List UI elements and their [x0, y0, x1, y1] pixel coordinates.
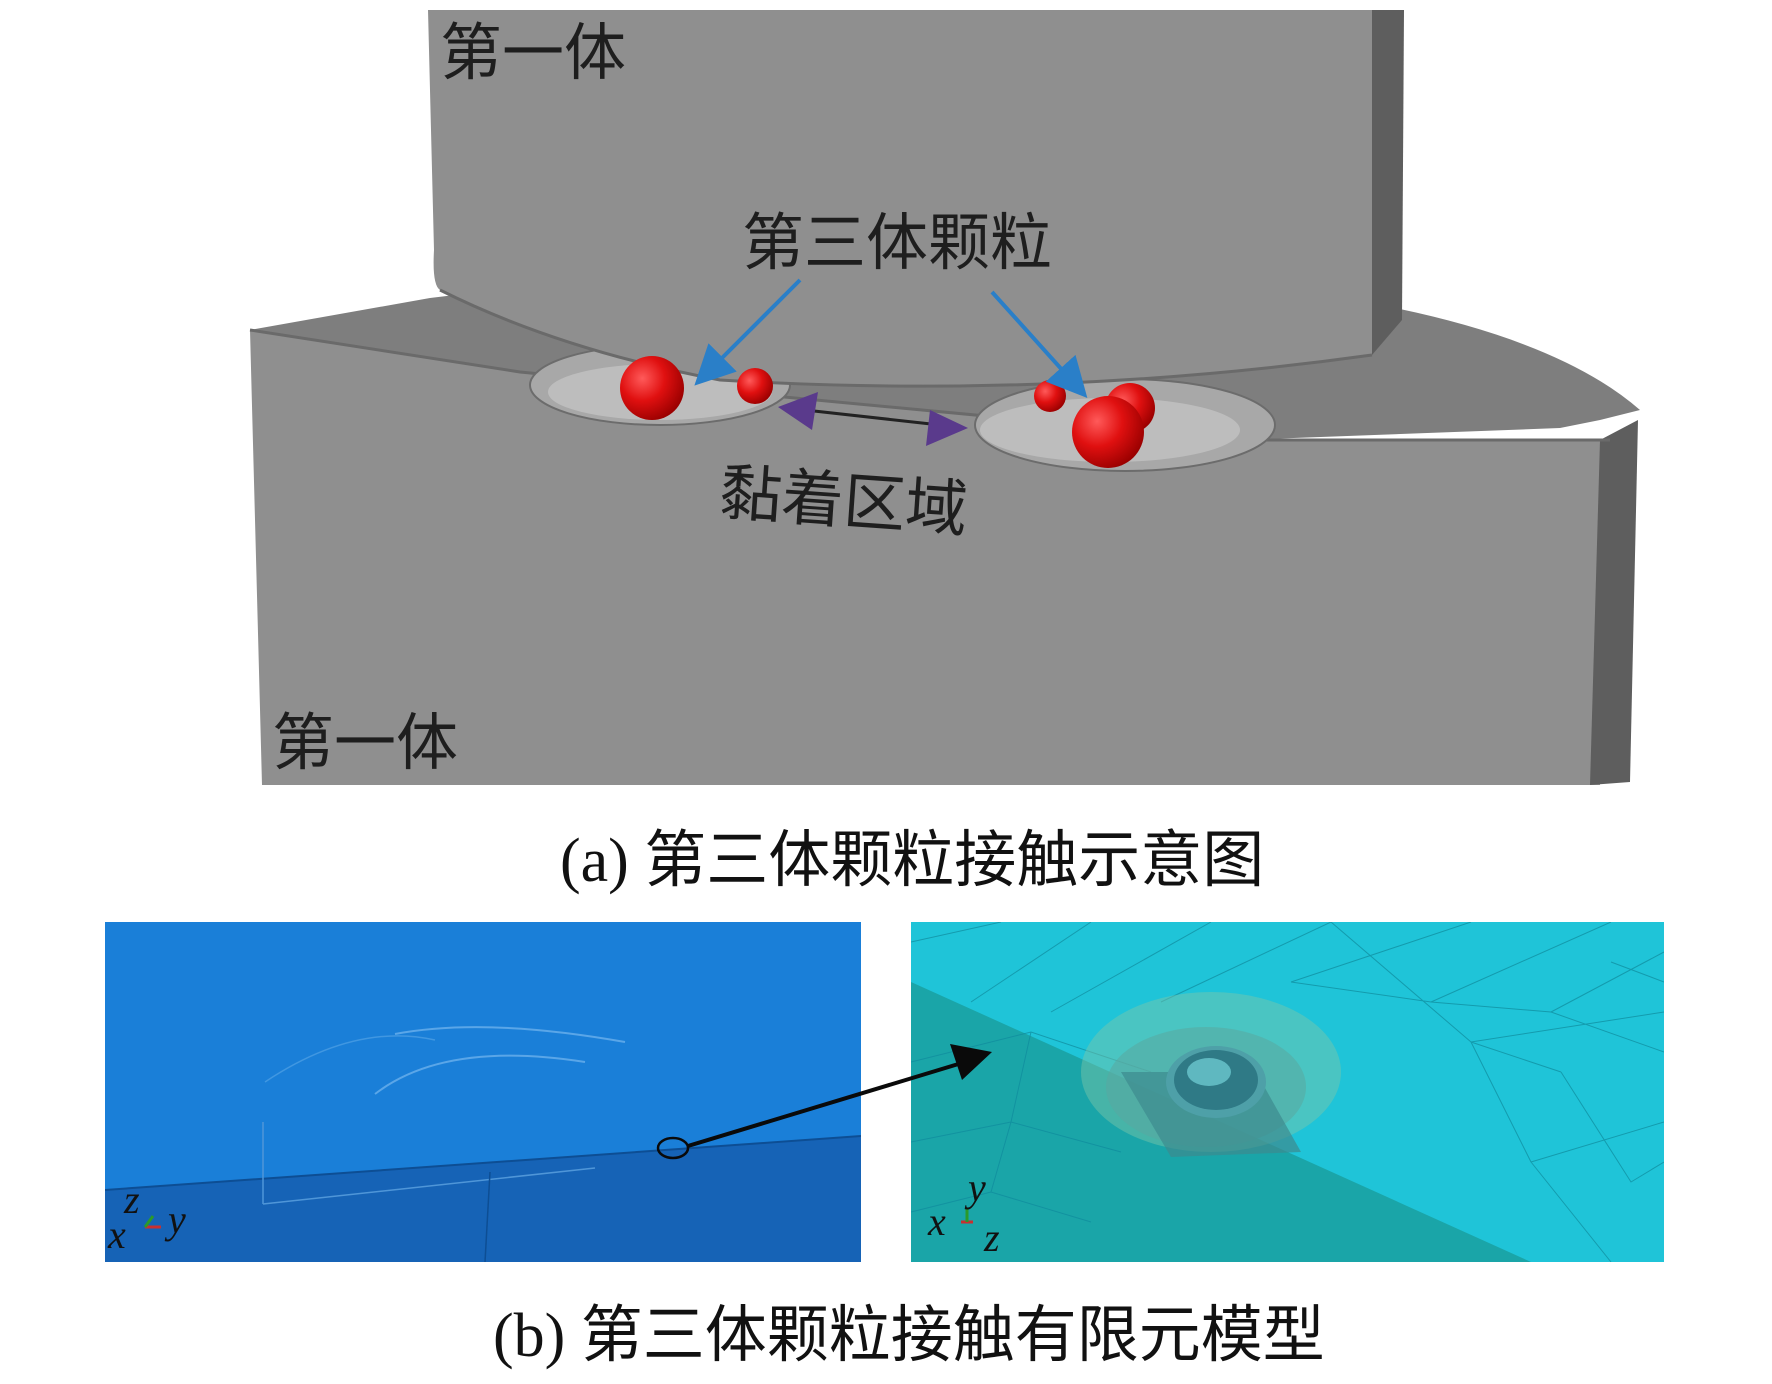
zoom-region-marker — [656, 1136, 690, 1160]
right-axis-x: x — [928, 1199, 946, 1244]
stick-zone-arrow — [804, 408, 941, 427]
left-axis-y: y — [168, 1197, 186, 1242]
upper-body-label: 第一体 — [440, 16, 627, 89]
lower-body-side-face — [1590, 420, 1638, 785]
particles-label: 第三体颗粒 — [742, 206, 1053, 279]
fe-model-right-panel — [911, 922, 1664, 1262]
upper-body-front-face — [428, 10, 1372, 387]
right-axis-z: z — [984, 1215, 1000, 1260]
caption-b: (b) 第三体颗粒接触有限元模型 — [493, 1302, 1325, 1370]
stick-zone-label: 黏着区域 — [717, 456, 970, 547]
upper-body-side-face — [1372, 10, 1404, 355]
particle-left-large — [620, 356, 684, 420]
particle-arrow-left — [694, 278, 802, 386]
particle-right-large — [1072, 396, 1144, 468]
caption-a: (a) 第三体颗粒接触示意图 — [560, 827, 1265, 895]
particle-left-small — [737, 368, 773, 404]
particle-arrow-right — [990, 290, 1088, 398]
particle-right-small — [1034, 380, 1066, 412]
left-axis-z: z — [124, 1177, 140, 1222]
contact-schematic — [249, 10, 1640, 785]
left-axis-x: x — [108, 1212, 126, 1257]
right-axis-y: y — [968, 1165, 986, 1210]
fe-model-left-panel — [105, 922, 861, 1262]
lower-body-label: 第一体 — [272, 706, 459, 779]
lower-body-front-face — [250, 330, 1610, 785]
